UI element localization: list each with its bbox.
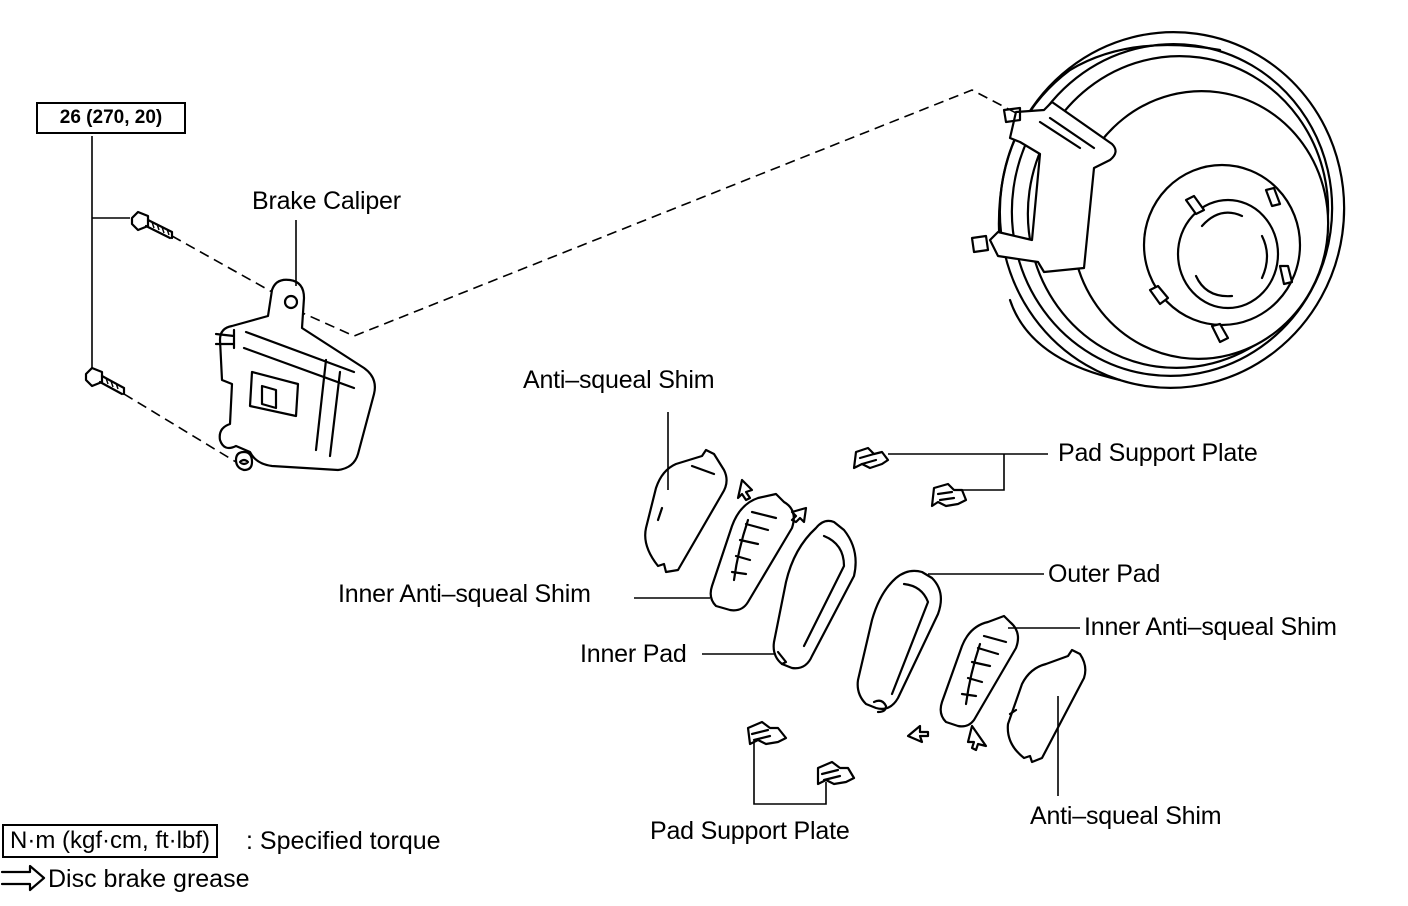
- label-pad-support-plate-lower: Pad Support Plate: [650, 817, 850, 845]
- legend-torque-desc: : Specified torque: [246, 827, 441, 855]
- inner-pad-drawing: [702, 519, 857, 670]
- inner-anti-squeal-shim-left-drawing: [634, 478, 808, 612]
- label-anti-squeal-shim-lower: Anti–squeal Shim: [1030, 802, 1222, 830]
- caliper-bolt-lower: [84, 366, 126, 396]
- grease-arrow-icon: [0, 864, 46, 892]
- label-brake-caliper: Brake Caliper: [252, 187, 401, 215]
- anti-squeal-shim-lower-drawing: [1006, 648, 1087, 796]
- label-inner-pad: Inner Pad: [580, 640, 687, 668]
- label-pad-support-plate-upper: Pad Support Plate: [1058, 439, 1258, 467]
- torque-spec-box: 26 (270, 20): [36, 102, 186, 134]
- label-inner-anti-squeal-shim-left: Inner Anti–squeal Shim: [338, 580, 591, 608]
- legend-grease-desc: Disc brake grease: [48, 865, 250, 893]
- pad-support-plate-upper-drawing: [852, 446, 1048, 508]
- legend-torque-unit-box: N·m (kgf·cm, ft·lbf): [2, 824, 218, 858]
- brake-caliper-drawing: [214, 278, 376, 472]
- torque-leader: [88, 136, 130, 381]
- label-outer-pad: Outer Pad: [1048, 560, 1161, 588]
- anti-squeal-shim-upper-drawing: [644, 412, 728, 574]
- outer-pad-drawing: [856, 569, 1044, 714]
- caliper-bolt-upper: [130, 210, 174, 240]
- pad-support-plate-lower-drawing: [746, 720, 856, 805]
- label-inner-anti-squeal-shim-right: Inner Anti–squeal Shim: [1084, 613, 1337, 641]
- inner-anti-squeal-shim-right-drawing: [906, 614, 1080, 752]
- dashed-guides: [123, 89, 1019, 463]
- label-anti-squeal-shim-upper: Anti–squeal Shim: [523, 366, 715, 394]
- disc-rotor-drawing: [970, 31, 1346, 389]
